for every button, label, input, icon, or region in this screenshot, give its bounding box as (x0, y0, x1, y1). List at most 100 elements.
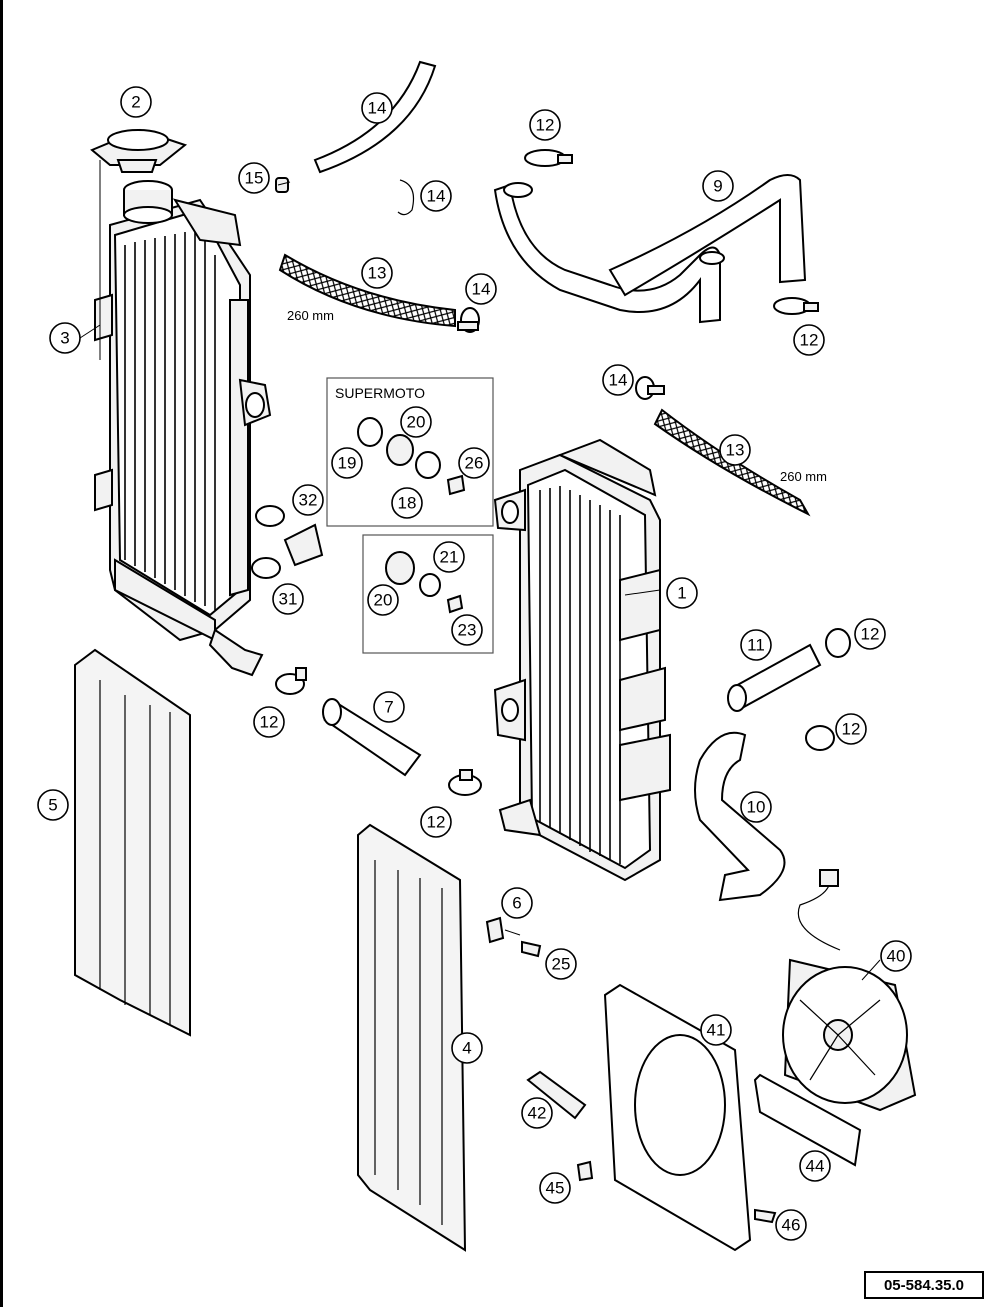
callout-19: 19 (331, 447, 363, 479)
svg-text:31: 31 (279, 590, 298, 609)
callout-12-right-top: 12 (793, 324, 825, 356)
callout-44: 44 (799, 1150, 831, 1182)
hose-clamp-9-top (524, 149, 573, 167)
right-radiator-guard (357, 823, 467, 1252)
svg-text:23: 23 (458, 621, 477, 640)
screw-46 (754, 1208, 777, 1224)
svg-text:32: 32 (299, 491, 318, 510)
callout-12-right-low: 12 (835, 713, 867, 745)
svg-text:46: 46 (782, 1216, 801, 1235)
hose-clamp-right (635, 376, 665, 400)
callout-12-center: 12 (420, 806, 452, 838)
callout-4: 4 (451, 1032, 483, 1064)
cooling-fan (782, 869, 917, 1112)
callout-12-left: 12 (253, 706, 285, 738)
callout-25: 25 (545, 948, 577, 980)
svg-text:9: 9 (713, 177, 722, 196)
svg-text:42: 42 (528, 1104, 547, 1123)
callout-11: 11 (740, 629, 772, 661)
svg-text:12: 12 (427, 813, 446, 832)
reference-code-box (864, 1271, 984, 1299)
svg-text:21: 21 (440, 548, 459, 567)
callout-14-right: 14 (602, 364, 634, 396)
callout-10: 10 (740, 791, 772, 823)
hose-clamp-left (457, 307, 480, 333)
hose-clamp-9-right (773, 297, 819, 315)
temperature-sensor (251, 505, 324, 579)
svg-text:3: 3 (60, 329, 69, 348)
hose-clamp-7-left (275, 667, 307, 695)
hose-length-left: 260 mm (287, 308, 334, 323)
svg-text:2: 2 (131, 93, 140, 112)
callout-13-left: 13 (361, 257, 393, 289)
hose-clip (397, 179, 415, 216)
callout-12-mid-right: 12 (854, 618, 886, 650)
callout-21: 21 (433, 541, 465, 573)
svg-text:7: 7 (384, 698, 393, 717)
callout-31: 31 (272, 583, 304, 615)
svg-text:45: 45 (546, 1179, 565, 1198)
y-hose (493, 183, 721, 324)
supermoto-label: SUPERMOTO (335, 385, 425, 401)
callout-6: 6 (501, 887, 533, 919)
svg-text:41: 41 (707, 1021, 726, 1040)
callout-42: 42 (521, 1097, 553, 1129)
fan-bracket (753, 1073, 862, 1167)
svg-text:20: 20 (407, 413, 426, 432)
callout-41: 41 (700, 1014, 732, 1046)
callout-45: 45 (539, 1172, 571, 1204)
callout-26: 26 (458, 447, 490, 479)
svg-text:40: 40 (887, 947, 906, 966)
callout-5: 5 (37, 789, 69, 821)
page-left-border (0, 0, 3, 1307)
hose-clamp-11 (825, 628, 851, 658)
hose-length-right: 260 mm (780, 469, 827, 484)
svg-text:6: 6 (512, 894, 521, 913)
hose-clamp-7-right (448, 769, 482, 796)
callout-9: 9 (702, 170, 734, 202)
svg-text:12: 12 (861, 625, 880, 644)
svg-text:13: 13 (726, 441, 745, 460)
right-radiator (493, 438, 671, 882)
callout-18: 18 (391, 487, 423, 519)
svg-text:18: 18 (398, 494, 417, 513)
nipple (275, 177, 289, 193)
left-radiator (94, 180, 272, 677)
callout-20-supermoto: 20 (400, 406, 432, 438)
svg-text:10: 10 (747, 798, 766, 817)
braided-hose-left (278, 253, 456, 328)
standard-group-box (362, 534, 494, 654)
callout-2: 2 (120, 86, 152, 118)
callout-32: 32 (292, 484, 324, 516)
callout-12-top: 12 (529, 109, 561, 141)
svg-text:12: 12 (800, 331, 819, 350)
svg-text:20: 20 (374, 591, 393, 610)
svg-text:1: 1 (677, 584, 686, 603)
callout-16: 14 (420, 180, 452, 212)
callout-3: 3 (49, 322, 81, 354)
svg-text:14: 14 (609, 371, 628, 390)
svg-text:26: 26 (465, 454, 484, 473)
callout-15: 14 (361, 92, 393, 124)
screw-45 (576, 1160, 594, 1182)
left-radiator-guard (74, 648, 191, 1037)
svg-text:12: 12 (536, 116, 555, 135)
hose-clamp-10 (805, 725, 835, 751)
svg-text:4: 4 (462, 1039, 471, 1058)
svg-text:12: 12 (842, 720, 861, 739)
svg-text:14: 14 (368, 99, 387, 118)
svg-text:13: 13 (368, 264, 387, 283)
callout-20: 20 (367, 584, 399, 616)
svg-text:25: 25 (552, 955, 571, 974)
supermoto-group-box (326, 377, 494, 527)
curved-hose (694, 731, 786, 902)
callout-7: 7 (373, 691, 405, 723)
svg-text:5: 5 (48, 796, 57, 815)
svg-text:14: 14 (427, 187, 446, 206)
callout-14-left: 14 (465, 273, 497, 305)
clip-nut (485, 916, 505, 944)
callout-13-right: 13 (719, 434, 751, 466)
svg-text:15: 15 (245, 169, 264, 188)
svg-text:12: 12 (260, 713, 279, 732)
